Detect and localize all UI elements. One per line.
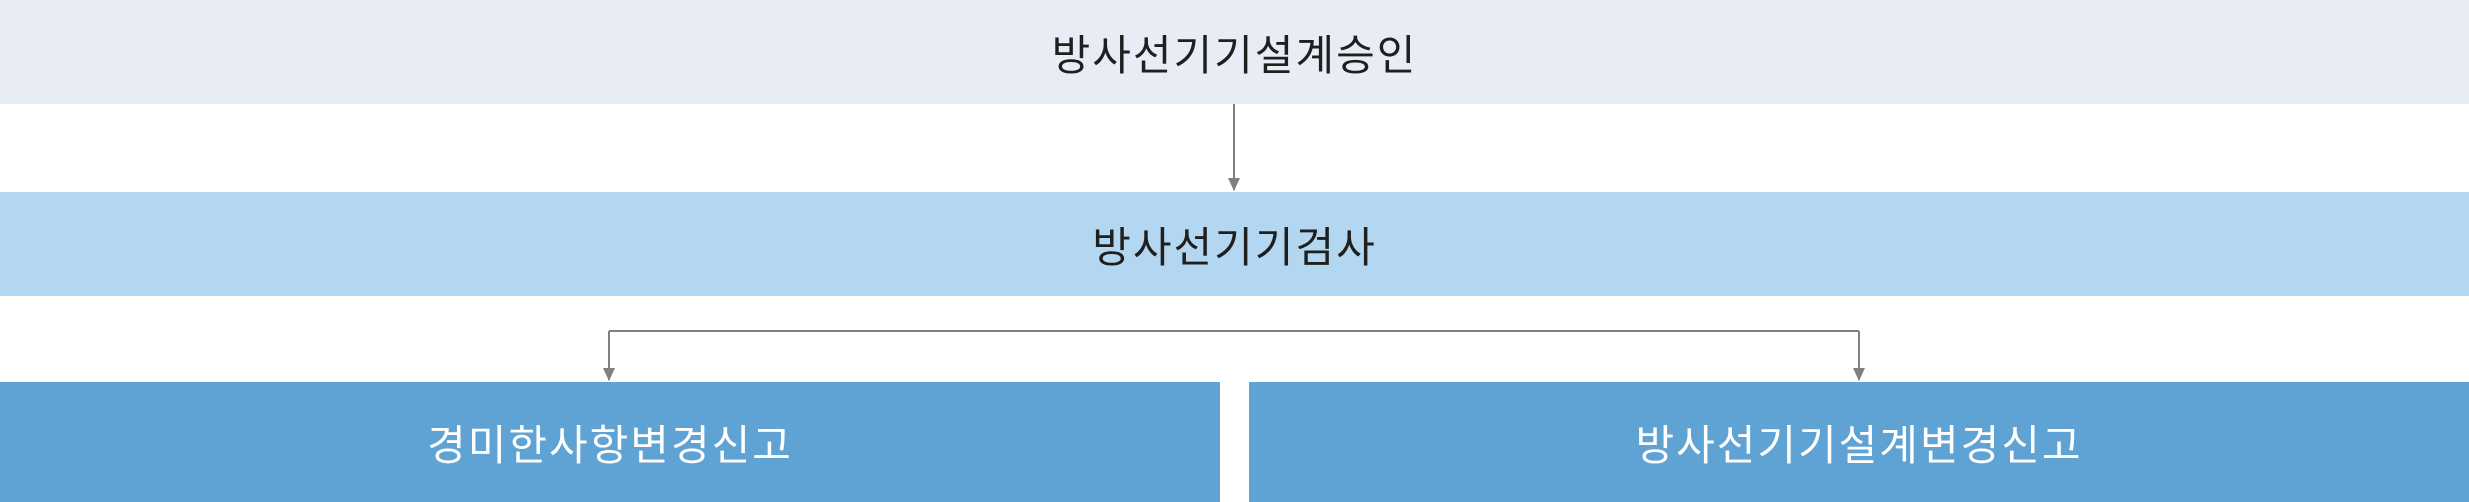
node-device-inspection: 방사선기기검사 bbox=[0, 192, 2469, 296]
node-design-approval: 방사선기기설계승인 bbox=[0, 0, 2469, 104]
arrow-down-icon bbox=[1853, 368, 1865, 381]
node-device-inspection-label: 방사선기기검사 bbox=[1092, 222, 1377, 272]
node-design-change-report-label: 방사선기기설계변경신고 bbox=[1635, 420, 2083, 470]
arrow-down-icon bbox=[603, 368, 615, 381]
node-design-approval-label: 방사선기기설계승인 bbox=[1051, 30, 1418, 80]
node-minor-change-report-label: 경미한사항변경신고 bbox=[427, 420, 793, 470]
node-design-change-report: 방사선기기설계변경신고 bbox=[1249, 382, 2469, 502]
node-minor-change-report: 경미한사항변경신고 bbox=[0, 382, 1220, 502]
arrow-down-icon bbox=[1228, 178, 1240, 191]
